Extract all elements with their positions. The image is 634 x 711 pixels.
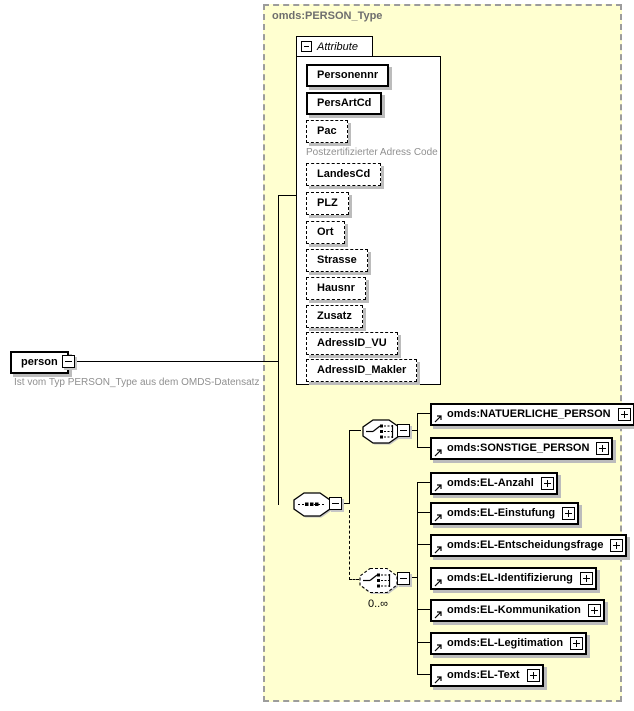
choice-optional-icon[interactable]: [356, 565, 400, 596]
element-natuerliche-person[interactable]: omds:NATUERLICHE_PERSON: [430, 403, 634, 426]
connector: [417, 609, 430, 610]
choice-icon[interactable]: [360, 417, 400, 445]
collapse-icon[interactable]: [397, 424, 410, 437]
element-label: omds:EL-Kommunikation: [447, 604, 581, 616]
connector: [417, 413, 430, 414]
reference-arrow-icon: [434, 514, 442, 522]
collapse-icon[interactable]: [301, 41, 312, 52]
attribute-box-landescd[interactable]: LandesCd: [306, 163, 382, 186]
connector: [417, 447, 430, 448]
attribute-box-plz[interactable]: PLZ: [306, 192, 349, 215]
attribute-section-tab[interactable]: Attribute: [296, 36, 373, 57]
collapse-icon[interactable]: [397, 572, 410, 585]
connector: [417, 512, 430, 513]
element-el-einstufung[interactable]: omds:EL-Einstufung: [430, 502, 580, 525]
attribute-box-adressid-vu[interactable]: AdressID_VU: [306, 332, 398, 355]
reference-arrow-icon: [434, 611, 442, 619]
expand-icon[interactable]: [570, 636, 584, 650]
attribute-tab-label: Attribute: [317, 40, 358, 53]
connector: [417, 482, 418, 675]
reference-arrow-icon: [434, 546, 442, 554]
connector: [417, 642, 430, 643]
attribute-box-strasse[interactable]: Strasse: [306, 249, 368, 272]
attribute-box-ort[interactable]: Ort: [306, 221, 345, 244]
element-label: omds:EL-Legitimation: [447, 637, 564, 649]
element-label: omds:EL-Text: [447, 669, 520, 681]
expand-icon[interactable]: [596, 441, 610, 455]
element-person[interactable]: person: [10, 351, 69, 374]
connector: [411, 430, 417, 431]
sequence-icon[interactable]: [291, 490, 331, 518]
connector: [278, 195, 296, 196]
connector: [410, 577, 417, 578]
element-label: omds:EL-Anzahl: [447, 477, 534, 489]
attribute-box-zusatz[interactable]: Zusatz: [306, 305, 363, 328]
element-label: omds:EL-Identifizierung: [447, 572, 573, 584]
reference-arrow-icon: [434, 644, 442, 652]
expand-icon[interactable]: [610, 538, 624, 552]
reference-arrow-icon: [434, 415, 442, 423]
attribute-box-adressid-makler[interactable]: AdressID_Makler: [306, 359, 418, 382]
connector: [349, 430, 350, 504]
element-person-annotation: Ist vom Typ PERSON_Type aus dem OMDS-Dat…: [14, 377, 260, 388]
expand-icon[interactable]: [617, 407, 631, 421]
element-el-entscheidungsfrage[interactable]: omds:EL-Entscheidungsfrage: [430, 534, 628, 557]
attribute-box-pac[interactable]: Pac: [306, 120, 348, 143]
complextype-title: omds:PERSON_Type: [272, 10, 383, 22]
expand-icon[interactable]: [562, 506, 576, 520]
connector: [417, 544, 430, 545]
connector: [417, 674, 430, 675]
element-label: omds:NATUERLICHE_PERSON: [447, 408, 611, 420]
connector: [417, 482, 430, 483]
connector-dashed: [349, 579, 359, 580]
reference-arrow-icon: [434, 484, 442, 492]
expand-icon[interactable]: [587, 603, 601, 617]
element-label: omds:EL-Entscheidungsfrage: [447, 539, 604, 551]
expand-icon[interactable]: [526, 668, 540, 682]
expand-icon[interactable]: [579, 571, 593, 585]
attribute-annotation: Postzertifizierter Adress Code: [306, 147, 438, 158]
collapse-icon[interactable]: [329, 497, 342, 510]
connector: [75, 361, 278, 362]
element-el-legitimation[interactable]: omds:EL-Legitimation: [430, 632, 588, 655]
reference-arrow-icon: [434, 579, 442, 587]
attribute-box-personennr[interactable]: Personennr: [306, 64, 390, 87]
connector: [349, 430, 361, 431]
element-sonstige-person[interactable]: omds:SONSTIGE_PERSON: [430, 437, 614, 460]
element-el-kommunikation[interactable]: omds:EL-Kommunikation: [430, 599, 605, 622]
element-label: omds:EL-Einstufung: [447, 507, 556, 519]
connector: [278, 195, 279, 505]
element-label: omds:SONSTIGE_PERSON: [447, 442, 590, 454]
attribute-box-persartcd[interactable]: PersArtCd: [306, 92, 383, 115]
connector-dashed: [349, 510, 350, 580]
connector: [341, 503, 350, 504]
element-el-identifizierung[interactable]: omds:EL-Identifizierung: [430, 567, 597, 590]
reference-arrow-icon: [434, 676, 442, 684]
occurrence-label: 0..∞: [367, 598, 389, 610]
reference-arrow-icon: [434, 449, 442, 457]
expand-icon[interactable]: [540, 476, 554, 490]
collapse-icon[interactable]: [62, 355, 75, 368]
element-el-anzahl[interactable]: omds:EL-Anzahl: [430, 472, 558, 495]
element-el-text[interactable]: omds:EL-Text: [430, 664, 544, 687]
attribute-box-hausnr[interactable]: Hausnr: [306, 277, 366, 300]
connector: [417, 413, 418, 448]
